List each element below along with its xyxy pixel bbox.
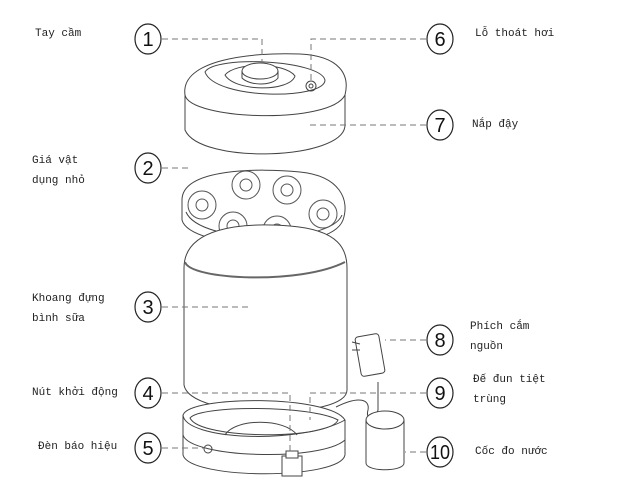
- part-label-2: Giá vật dụng nhỏ: [32, 151, 85, 191]
- part-label-line: Cốc đo nước: [475, 446, 548, 458]
- callout-number: 2: [142, 158, 153, 180]
- part-label-line: Nút khởi động: [32, 387, 118, 399]
- bottle-chamber-drawing: [183, 224, 348, 413]
- callout-circle-5: [134, 432, 162, 464]
- part-label-line: Lỗ thoát hơi: [475, 28, 555, 40]
- callout-circle-6: [426, 23, 454, 55]
- part-label-line: dụng nhỏ: [32, 175, 85, 187]
- part-label-9: Đế đun tiệt trùng: [473, 370, 546, 410]
- part-label-line: bình sữa: [32, 313, 85, 325]
- callout-circle-10: [426, 436, 454, 468]
- callout-number: 6: [434, 29, 445, 51]
- part-label-line: Phích cắm: [470, 321, 530, 333]
- part-label-3: Khoang đựng bình sữa: [32, 289, 105, 329]
- callout-circle-3: [134, 291, 162, 323]
- callout-number: 5: [142, 438, 153, 460]
- part-label-line: Tay cầm: [35, 28, 82, 40]
- callout-circle-9: [426, 377, 454, 409]
- part-label-line: Đế đun tiệt: [473, 374, 546, 386]
- part-label-line: Đèn báo hiệu: [38, 441, 118, 453]
- part-label-1: Tay cầm: [35, 24, 81, 44]
- part-label-line: Giá vật: [32, 155, 79, 167]
- callout-number: 7: [434, 115, 445, 137]
- callout-circle-8: [426, 324, 454, 356]
- callout-number: 1: [142, 29, 153, 51]
- part-label-line: trùng: [473, 394, 507, 406]
- part-label-5: Đèn báo hiệu: [38, 437, 117, 457]
- part-label-line: nguồn: [470, 341, 504, 353]
- part-label-8: Phích cắm nguồn: [470, 317, 529, 357]
- base-drawing: [182, 400, 346, 477]
- lid-drawing: [184, 53, 347, 155]
- measuring-cup-drawing: [365, 410, 405, 471]
- part-label-10: Cốc đo nước: [475, 442, 548, 462]
- part-label-7: Nắp đậy: [472, 115, 518, 135]
- callout-number: 10: [430, 442, 450, 464]
- part-label-line: Nắp đậy: [472, 119, 519, 131]
- callout-circle-2: [134, 152, 162, 184]
- part-label-4: Nút khởi động: [32, 383, 118, 403]
- callout-circle-4: [134, 377, 162, 409]
- part-label-6: Lỗ thoát hơi: [475, 24, 554, 44]
- leader-lines: [162, 38, 426, 455]
- callout-number: 3: [142, 297, 153, 319]
- callout-number: 8: [434, 330, 445, 352]
- callout-number: 4: [142, 383, 153, 405]
- power-plug-drawing: [335, 333, 386, 419]
- callout-number: 9: [434, 383, 445, 405]
- callout-circle-7: [426, 109, 454, 141]
- callout-circle-1: [134, 23, 162, 55]
- part-label-line: Khoang đựng: [32, 293, 105, 305]
